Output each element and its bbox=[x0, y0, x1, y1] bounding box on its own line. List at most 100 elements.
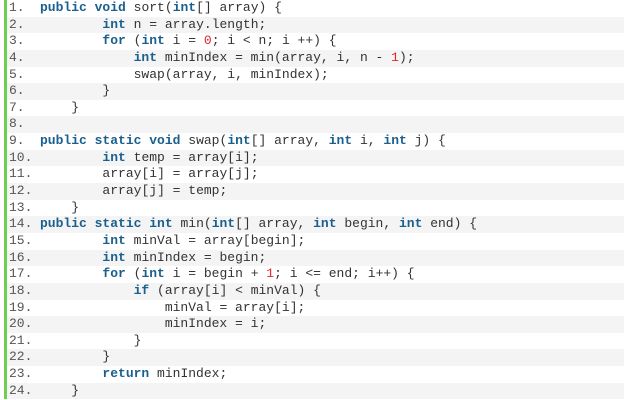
code-token: ( bbox=[203, 216, 212, 232]
code-line: 10. int temp = array[i]; bbox=[7, 149, 624, 167]
line-number: 20. bbox=[9, 316, 33, 332]
code-token bbox=[40, 316, 165, 331]
code-token: , bbox=[211, 66, 228, 82]
code-token: [ bbox=[141, 166, 150, 182]
code-token: i bbox=[336, 49, 345, 65]
keyword: int bbox=[102, 249, 126, 265]
code-line: 21. } bbox=[7, 333, 624, 350]
code-token: [] bbox=[196, 0, 220, 15]
code-token bbox=[40, 250, 102, 265]
code-token: ]; bbox=[289, 232, 306, 248]
code-token bbox=[126, 233, 134, 248]
line-number: 4. bbox=[9, 49, 25, 65]
code-line: 22. } bbox=[7, 349, 624, 367]
code-token: <= bbox=[297, 266, 329, 282]
code-token: ; bbox=[219, 366, 228, 382]
code-token: i bbox=[250, 316, 259, 332]
keyword: int bbox=[313, 216, 337, 232]
code-text: int minIndex = min(array, i, n - 1); bbox=[40, 50, 415, 67]
code-token: minVal bbox=[133, 232, 181, 248]
code-token: i bbox=[227, 33, 236, 49]
code-token: } bbox=[40, 349, 111, 365]
keyword: int bbox=[398, 216, 423, 232]
code-token: array bbox=[102, 183, 142, 199]
code-token: ]; bbox=[289, 299, 306, 315]
code-token: ; bbox=[352, 266, 368, 282]
number-literal: 1 bbox=[266, 266, 275, 282]
keyword: int bbox=[227, 133, 251, 149]
code-token: ( bbox=[125, 33, 142, 49]
code-token: ]; bbox=[242, 166, 259, 182]
code-text: for (int i = 0; i < n; i ++) { bbox=[40, 33, 337, 50]
code-token: ; bbox=[258, 249, 267, 265]
code-line: 5. swap(array, i, minIndex); bbox=[7, 67, 624, 84]
code-token bbox=[40, 283, 134, 298]
code-token: = bbox=[227, 316, 251, 332]
keyword: public bbox=[40, 216, 87, 232]
keyword: int bbox=[102, 232, 126, 248]
code-token: , bbox=[383, 216, 399, 232]
code-line: 16. int minIndex = begin; bbox=[7, 249, 624, 267]
code-token: n bbox=[359, 49, 368, 65]
code-token: - bbox=[367, 49, 392, 65]
code-text: for (int i = begin + 1; i <= end; i++) { bbox=[40, 266, 414, 283]
code-line: 18. if (array[i] < minVal) { bbox=[7, 282, 624, 300]
code-token: i bbox=[359, 133, 368, 149]
code-token: array bbox=[258, 216, 298, 232]
keyword: int bbox=[133, 49, 158, 65]
line-number: 7. bbox=[9, 99, 25, 115]
code-token: minIndex bbox=[164, 49, 228, 65]
code-token: , bbox=[344, 49, 360, 65]
code-token bbox=[165, 266, 173, 281]
code-token: } bbox=[40, 382, 80, 398]
code-token: ++) { bbox=[289, 33, 337, 49]
code-token: min bbox=[250, 49, 275, 65]
line-number: 13. bbox=[9, 199, 33, 215]
line-number: 16. bbox=[9, 249, 33, 265]
code-token: array bbox=[203, 232, 243, 248]
code-token: minVal bbox=[164, 299, 212, 315]
code-token: ); bbox=[313, 66, 329, 82]
code-token: ( bbox=[149, 282, 165, 298]
code-text: } bbox=[40, 383, 79, 400]
keyword: int bbox=[102, 16, 126, 32]
code-token bbox=[407, 133, 415, 148]
line-number: 2. bbox=[9, 16, 25, 32]
code-token: ( bbox=[125, 266, 142, 282]
code-token bbox=[87, 0, 95, 15]
line-number: 9. bbox=[9, 133, 25, 149]
code-token bbox=[149, 366, 157, 381]
code-line: 8. bbox=[7, 116, 624, 134]
code-line: 3. for (int i = 0; i < n; i ++) { bbox=[7, 33, 624, 50]
keyword: int bbox=[141, 266, 165, 282]
keyword: int bbox=[141, 33, 165, 49]
code-token: ] < bbox=[219, 282, 251, 298]
code-token: array bbox=[235, 299, 275, 315]
code-line: 20. minIndex = i; bbox=[7, 316, 624, 333]
code-token: n bbox=[133, 16, 142, 32]
number-literal: 0 bbox=[203, 33, 212, 49]
code-text: if (array[i] < minVal) { bbox=[40, 283, 321, 300]
code-token: array bbox=[102, 166, 142, 182]
code-token: minIndex bbox=[164, 316, 228, 332]
code-token: i bbox=[211, 282, 220, 298]
code-line: 15. int minVal = array[begin]; bbox=[7, 233, 624, 250]
code-token: , bbox=[320, 49, 337, 65]
code-token: [ bbox=[274, 299, 282, 315]
code-token: } bbox=[40, 99, 80, 115]
code-text: swap(array, i, minIndex); bbox=[40, 67, 329, 84]
code-token: } bbox=[40, 332, 142, 348]
code-token: [ bbox=[227, 149, 236, 165]
keyword: for bbox=[102, 266, 126, 282]
keyword: int bbox=[102, 149, 126, 165]
line-number: 12. bbox=[9, 183, 33, 199]
code-token: = bbox=[180, 33, 204, 49]
code-text: minVal = array[i]; bbox=[40, 300, 305, 317]
line-number: 11. bbox=[9, 166, 33, 182]
code-token: . bbox=[203, 16, 212, 32]
code-token: } bbox=[40, 199, 80, 215]
code-line: 23. return minIndex; bbox=[7, 366, 624, 383]
code-token: < bbox=[235, 33, 259, 49]
keyword: int bbox=[383, 133, 407, 149]
code-token bbox=[126, 250, 134, 265]
